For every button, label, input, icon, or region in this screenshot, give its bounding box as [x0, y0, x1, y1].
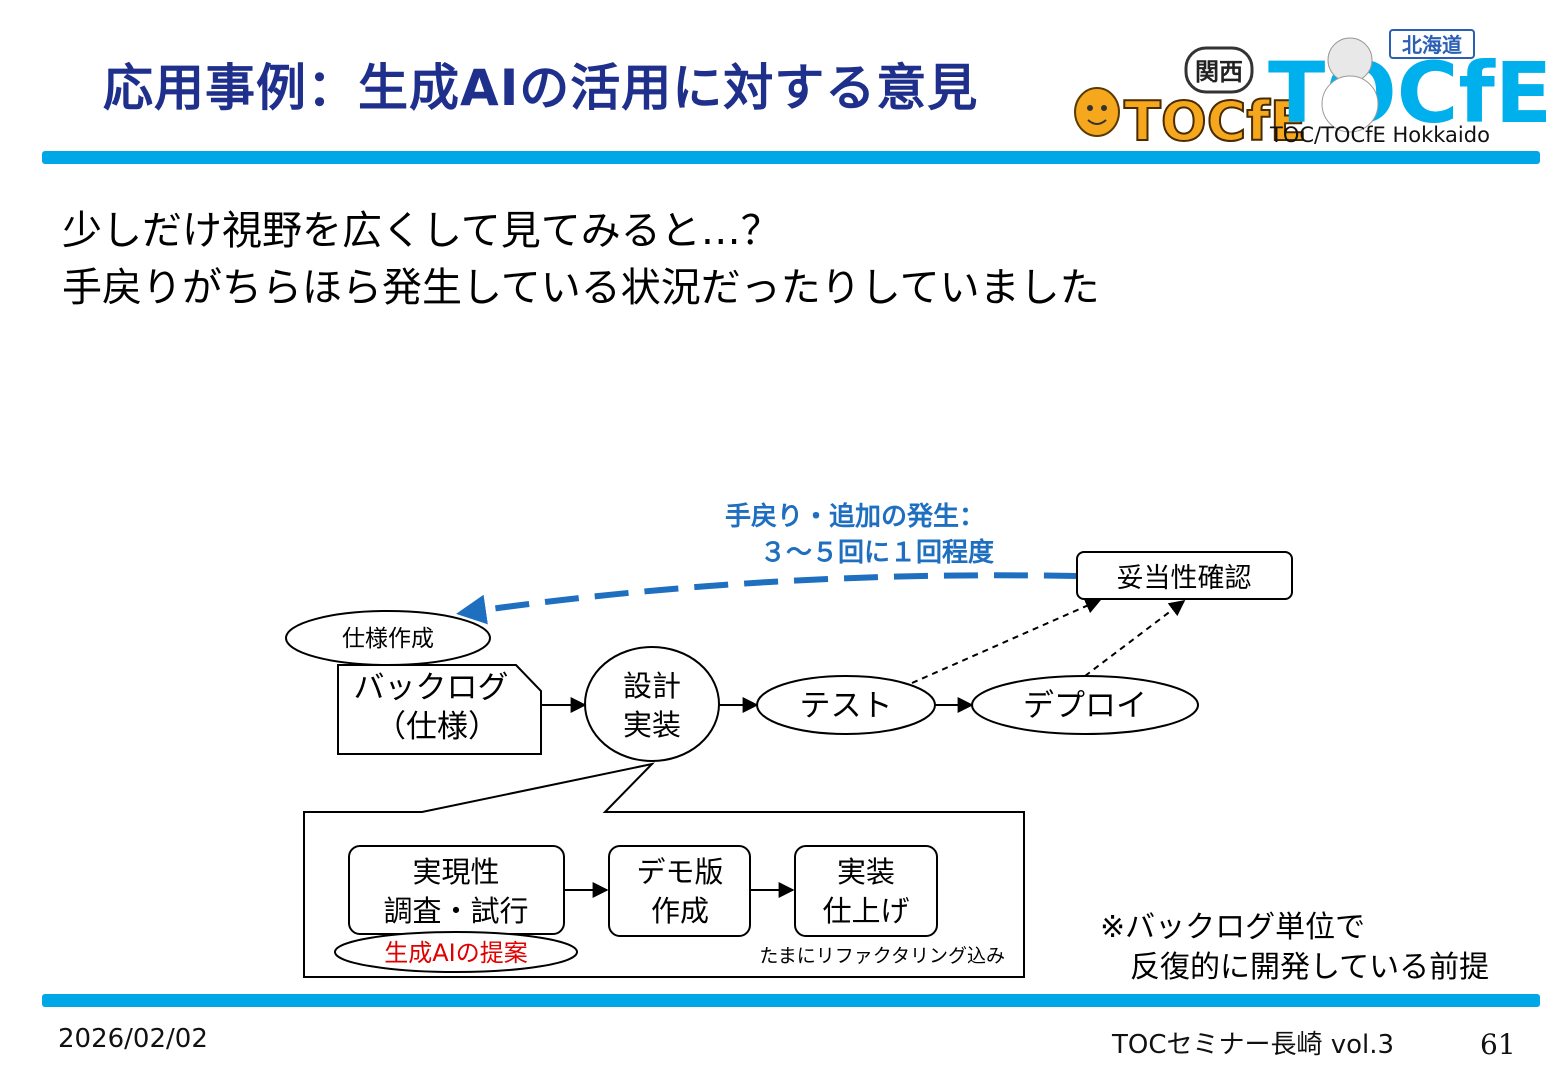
ai-proposal-ellipse [334, 931, 578, 973]
backlog-label-line2: （仕様） [375, 709, 499, 745]
test-label: テスト [800, 688, 893, 724]
feasibility-line1: 実現性 [412, 855, 499, 889]
backlog-label-line1: バックログ [354, 670, 509, 706]
design-impl-line1: 設計 [623, 669, 681, 703]
spec-creation-label: 仕様作成 [342, 626, 434, 652]
iteration-note-line2: 反復的に開発している前提 [1130, 950, 1490, 985]
footer-divider [42, 994, 1540, 1007]
finish-line1: 実装 [837, 855, 895, 889]
header-divider [42, 151, 1540, 164]
kansai-badge-bubble [1184, 46, 1254, 94]
logos: 関西 TOCfE TOCfE 北海道 TOC/TOCfE Hokkaido [1074, 29, 1546, 150]
hokkaido-wordmark: TOCfE [1268, 44, 1546, 142]
arrow-deploy-to-validation [1084, 600, 1186, 677]
validation-box [1076, 551, 1293, 600]
rework-label-line1: 手戻り・追加の発生： [725, 501, 985, 532]
rework-arrow [456, 572, 1079, 625]
feasibility-line2: 調査・試行 [383, 894, 528, 928]
hokkaido-flag-text: 北海道 [1402, 33, 1462, 57]
spec-creation-ellipse [285, 610, 491, 666]
slide-title: 応用事例：生成AIの活用に対する意見 [103, 59, 979, 117]
backlog-shape [337, 664, 542, 755]
finish-line2: 仕上げ [822, 894, 909, 928]
demo-line1: デモ版 [636, 855, 723, 889]
demo-line2: 作成 [651, 894, 709, 928]
validation-label: 妥当性確認 [1117, 563, 1252, 594]
tocfe-kansai-logo: 関西 TOCfE [1074, 46, 1308, 150]
finish-box [794, 845, 938, 937]
footer-date: 2026/02/02 [58, 1024, 208, 1054]
kansai-badge-text: 関西 [1195, 58, 1243, 86]
intro-line-1: 少しだけ視野を広くして見てみると…？ [62, 208, 781, 254]
iteration-note-line1: ※バックログ単位で [1100, 910, 1366, 945]
design-impl-circle [584, 646, 720, 762]
arrow-test-to-validation [911, 598, 1102, 684]
iteration-note: ※バックログ単位で 反復的に開発している前提 [1100, 908, 1489, 988]
refactoring-note: たまにリファクタリング込み [759, 945, 1005, 967]
kansai-wordmark: TOCfE [1124, 90, 1307, 150]
footer-event: TOCセミナー長崎 vol.3 [1112, 1030, 1395, 1060]
ai-proposal-label: 生成AIの提案 [384, 939, 528, 967]
hokkaido-caption: TOC/TOCfE Hokkaido [1269, 123, 1490, 147]
intro-line-2: 手戻りがちらほら発生している状況だったりしていました [62, 265, 1100, 311]
hokkaido-flag [1389, 29, 1475, 59]
tocfe-hokkaido-logo: TOCfE 北海道 TOC/TOCfE Hokkaido [1268, 29, 1546, 147]
deploy-label: デプロイ [1023, 688, 1147, 724]
rework-label-line2: ３～５回に１回程度 [760, 537, 994, 568]
design-impl-line2: 実装 [623, 708, 681, 742]
page-number: 61 [1480, 1028, 1516, 1061]
